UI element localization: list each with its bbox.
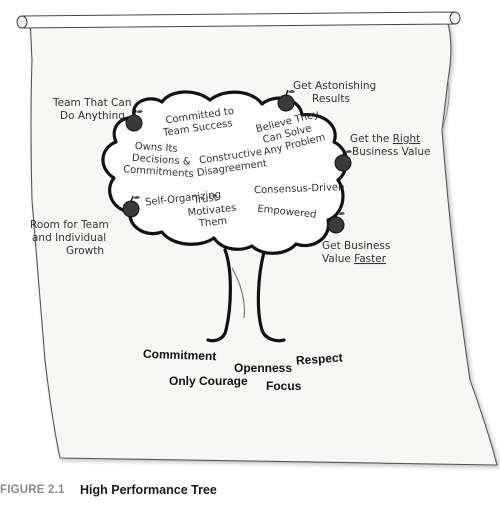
root-courage: Only Courage — [169, 374, 248, 388]
svg-text:and Individual: and Individual — [32, 232, 106, 244]
apple-astonishing — [277, 89, 295, 112]
apple-right-value — [334, 149, 352, 172]
svg-text:Them: Them — [197, 216, 227, 230]
svg-text:Results: Results — [312, 93, 350, 105]
svg-text:Only Courage: Only Courage — [169, 374, 248, 388]
svg-text:Motivates: Motivates — [187, 203, 237, 219]
figure-number: FIGURE 2.1 — [0, 484, 65, 496]
apple-team-anything — [125, 109, 143, 132]
fruit-label-astonishing: Get Astonishing Results — [293, 80, 376, 105]
fruit-label-team-anything: Team That Can Do Anything — [52, 97, 131, 122]
svg-text:Room for Team: Room for Team — [30, 219, 109, 231]
root-openness: Openness — [234, 361, 292, 375]
apple-room-growth — [122, 195, 140, 218]
svg-text:Get Astonishing: Get Astonishing — [293, 80, 376, 92]
svg-text:Trust: Trust — [192, 193, 218, 207]
svg-text:Respect: Respect — [296, 350, 344, 367]
svg-text:Value Faster: Value Faster — [322, 253, 387, 265]
canopy-label-consensus: Consensus-Driven — [254, 182, 345, 196]
svg-text:Do Anything: Do Anything — [60, 110, 125, 122]
root-respect: Respect — [296, 350, 344, 367]
tree-canopy — [101, 90, 349, 255]
root-commitment: Commitment — [143, 347, 217, 364]
svg-text:Owns Its: Owns Its — [134, 141, 178, 155]
svg-text:Focus: Focus — [266, 379, 302, 393]
svg-text:Openness: Openness — [234, 361, 292, 375]
canopy-label-owns: Owns Its Decisions & Commitments — [123, 141, 194, 180]
figure-caption: FIGURE 2.1 High Performance Tree — [0, 476, 500, 506]
fruit-label-faster-value: Get Business Value Faster — [322, 240, 390, 265]
svg-text:Commitments: Commitments — [123, 164, 194, 180]
svg-text:Commitment: Commitment — [143, 347, 217, 364]
flip-chart-roll — [16, 11, 461, 29]
apple-faster-value — [327, 211, 345, 234]
svg-text:Growth: Growth — [66, 245, 104, 257]
svg-text:Consensus-Driven: Consensus-Driven — [254, 182, 345, 196]
svg-text:Decisions &: Decisions & — [132, 153, 192, 168]
figure-title: High Performance Tree — [80, 483, 217, 497]
root-focus: Focus — [266, 379, 302, 393]
fruit-label-room-growth: Room for Team and Individual Growth — [30, 219, 109, 257]
tree-trunk — [206, 248, 286, 343]
fruit-label-right-value: Get the Right Business Value — [350, 133, 430, 158]
svg-text:Team That Can: Team That Can — [52, 97, 131, 109]
svg-text:Business Value: Business Value — [352, 146, 430, 158]
svg-text:Get Business: Get Business — [322, 240, 390, 252]
canopy-label-trust: Trust Motivates Them — [187, 193, 237, 230]
svg-text:Get the Right: Get the Right — [350, 133, 420, 145]
